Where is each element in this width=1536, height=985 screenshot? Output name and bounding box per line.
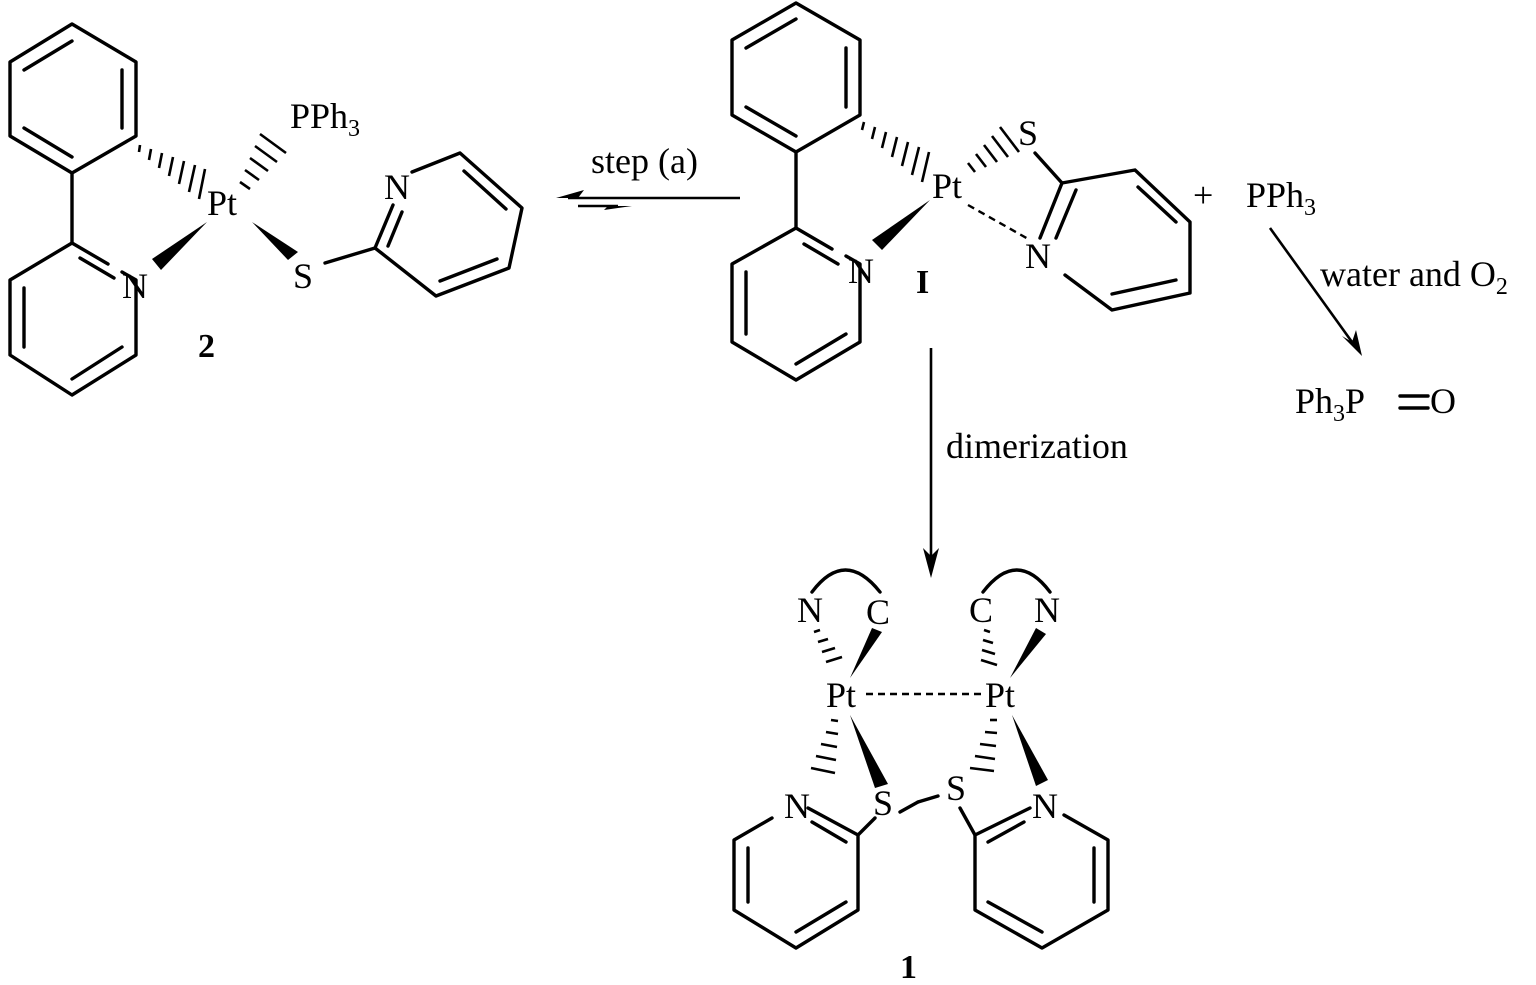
pt-p-hash-bond-2 xyxy=(239,132,287,191)
pyridine-ring-I xyxy=(730,226,862,382)
triphenylphosphine-oxide: Ph3P O xyxy=(1295,381,1456,427)
step-a-label: step (a) xyxy=(591,141,698,181)
compound-2: Pt N S N PPh3 2 xyxy=(8,22,524,397)
thiopyridine-ring-I xyxy=(1060,168,1192,312)
dimerization-label: dimerization xyxy=(946,426,1128,466)
svg-text:N: N xyxy=(1034,590,1060,630)
pt-s-wedge-2 xyxy=(252,222,298,260)
s-atom-I: S xyxy=(1018,113,1038,153)
phenyl-ring-2 xyxy=(8,22,138,175)
s-atom-1-left: S xyxy=(873,783,893,823)
n-atom-1-right: N xyxy=(1032,786,1058,826)
pyridine-ring-1-left xyxy=(732,806,860,950)
s-atom-2: S xyxy=(293,256,313,296)
compound-2-label: 2 xyxy=(198,328,215,365)
water-o2-label: water and O2 xyxy=(1320,254,1508,300)
nc-chelate-arc-right xyxy=(981,568,1052,594)
dimerization-arrow: dimerization xyxy=(923,348,1128,578)
pyridine-ring-2 xyxy=(8,241,138,397)
n-atom-1-left: N xyxy=(784,786,810,826)
compound-1: N C C N Pt Pt xyxy=(732,568,1110,985)
svg-text:C: C xyxy=(866,592,890,632)
s-atom-1-right: S xyxy=(946,768,966,808)
n-atom-I: N xyxy=(848,251,874,291)
pt-c-hash-bond-2 xyxy=(137,144,207,200)
compound-I: Pt N S N I xyxy=(730,1,1192,382)
n-atom-2: N xyxy=(122,266,148,306)
thiopyridine-ring-2 xyxy=(373,203,395,250)
pt-atom-1-left: Pt xyxy=(826,675,856,715)
pt-c-hash-bond-I xyxy=(860,121,931,183)
phenyl-ring-I xyxy=(730,1,862,154)
pt-atom-I: Pt xyxy=(932,166,962,206)
pt-s-hash-bond-I xyxy=(966,126,1021,173)
svg-text:O: O xyxy=(1430,381,1456,421)
pph3-reagent: PPh3 xyxy=(1246,175,1316,221)
pph3-ligand-2: PPh3 xyxy=(290,96,360,142)
pt-n-dative-I xyxy=(967,203,1031,242)
pt-atom-2: Pt xyxy=(207,183,237,223)
n-atom-thio-2: N xyxy=(384,167,410,207)
svg-text:Ph3P: Ph3P xyxy=(1295,381,1365,427)
n-atom-thio-I: N xyxy=(1025,236,1051,276)
svg-text:N: N xyxy=(797,590,823,630)
plus-sign: + xyxy=(1193,175,1213,215)
compound-1-label: 1 xyxy=(900,949,917,985)
pyridine-ring-1-right xyxy=(973,806,1110,950)
pt-n-wedge-2 xyxy=(152,222,207,270)
svg-text:C: C xyxy=(969,590,993,630)
oxidation-arrow: water and O2 xyxy=(1268,227,1508,356)
compound-I-label: I xyxy=(916,264,929,301)
equilibrium-arrow: step (a) xyxy=(556,141,740,210)
pt-atom-1-right: Pt xyxy=(985,675,1015,715)
pt-n-wedge-I xyxy=(872,200,930,250)
nc-chelate-arc-left xyxy=(810,568,882,594)
